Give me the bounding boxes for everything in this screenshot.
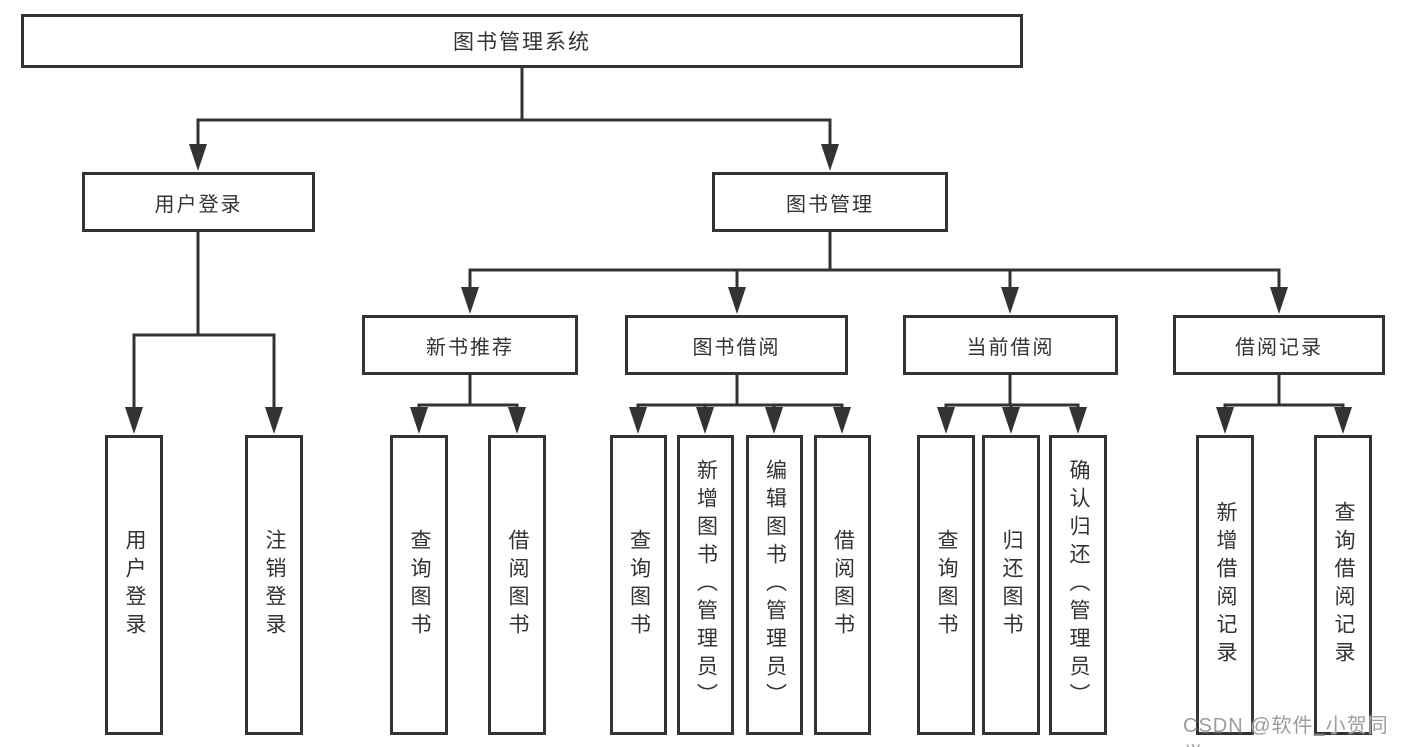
node-label: 借阅记录 [1235,336,1323,359]
leaf-query-book-1: 查询图书 [390,435,448,735]
leaf-confirm-return-admin: 确认归还（管理员） [1049,435,1107,735]
node-user-login: 用户登录 [82,172,315,232]
leaf-label: 确认归还（管理员） [1067,459,1090,711]
leaf-label: 注销登录 [263,529,286,641]
leaf-label: 查询图书 [408,529,431,641]
node-new-book-recommend: 新书推荐 [362,315,578,375]
leaf-label: 归还图书 [1000,529,1023,641]
leaf-label: 查询图书 [627,529,651,641]
csdn-watermark: CSDN @软件_小贺同学 [1183,715,1389,747]
leaf-query-book-2: 查询图书 [610,435,667,735]
node-borrow-records: 借阅记录 [1173,315,1385,375]
leaf-label: 查询借阅记录 [1332,501,1355,669]
leaf-borrow-book-1: 借阅图书 [488,435,546,735]
leaf-label: 借阅图书 [506,529,529,641]
arrowhead-icons [125,144,1352,434]
node-label: 当前借阅 [966,336,1055,359]
leaf-borrow-book-2: 借阅图书 [814,435,871,735]
node-label: 图书管理系统 [453,31,591,54]
node-current-borrow: 当前借阅 [903,315,1118,375]
leaf-label: 编辑图书（管理员） [763,459,787,711]
leaf-query-book-3: 查询图书 [917,435,975,735]
leaf-add-book-admin: 新增图书（管理员） [677,435,734,735]
leaf-logout: 注销登录 [245,435,303,735]
leaf-return-book: 归还图书 [982,435,1040,735]
leaf-query-borrow-record: 查询借阅记录 [1314,435,1372,735]
node-label: 图书管理 [786,193,874,216]
leaf-label: 借阅图书 [831,529,855,641]
leaf-label: 新增图书（管理员） [694,459,718,711]
leaf-label: 查询图书 [935,529,958,641]
node-label: 用户登录 [154,193,243,216]
node-library-management-system: 图书管理系统 [21,14,1023,68]
node-label: 新书推荐 [426,336,514,359]
leaf-add-borrow-record: 新增借阅记录 [1196,435,1254,735]
node-book-management: 图书管理 [712,172,948,232]
leaf-edit-book-admin: 编辑图书（管理员） [746,435,803,735]
leaf-label: 用户登录 [123,529,146,641]
leaf-label: 新增借阅记录 [1214,501,1237,669]
leaf-user-login: 用户登录 [105,435,163,735]
node-label: 图书借阅 [692,336,781,359]
node-book-borrow: 图书借阅 [625,315,848,375]
